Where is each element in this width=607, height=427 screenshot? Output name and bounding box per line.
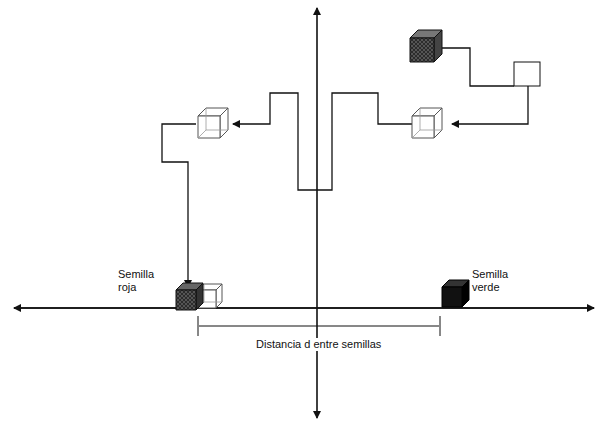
cube-edge [420,108,421,130]
distance-label: Distancia d entre semillas [254,338,383,351]
empty-square [514,62,540,86]
cube-edge [204,284,205,302]
cube-face [442,287,462,307]
seed-label: Semilla roja [118,268,170,294]
cube-edge [412,130,442,138]
path-lines [162,48,528,287]
cube-group [176,30,540,310]
cube-face [462,280,469,307]
cube-face [176,290,196,310]
cube-face [434,108,442,138]
cube-edge [206,108,207,130]
cube-edge [198,130,228,138]
axes [14,8,594,418]
distance-dimension [198,316,440,336]
seed-label: Semilla verde [472,268,524,294]
cube-face [434,30,442,62]
cube-face [196,283,203,310]
cube-face [220,108,228,138]
cube-face [410,38,434,62]
cube-face [216,284,222,308]
